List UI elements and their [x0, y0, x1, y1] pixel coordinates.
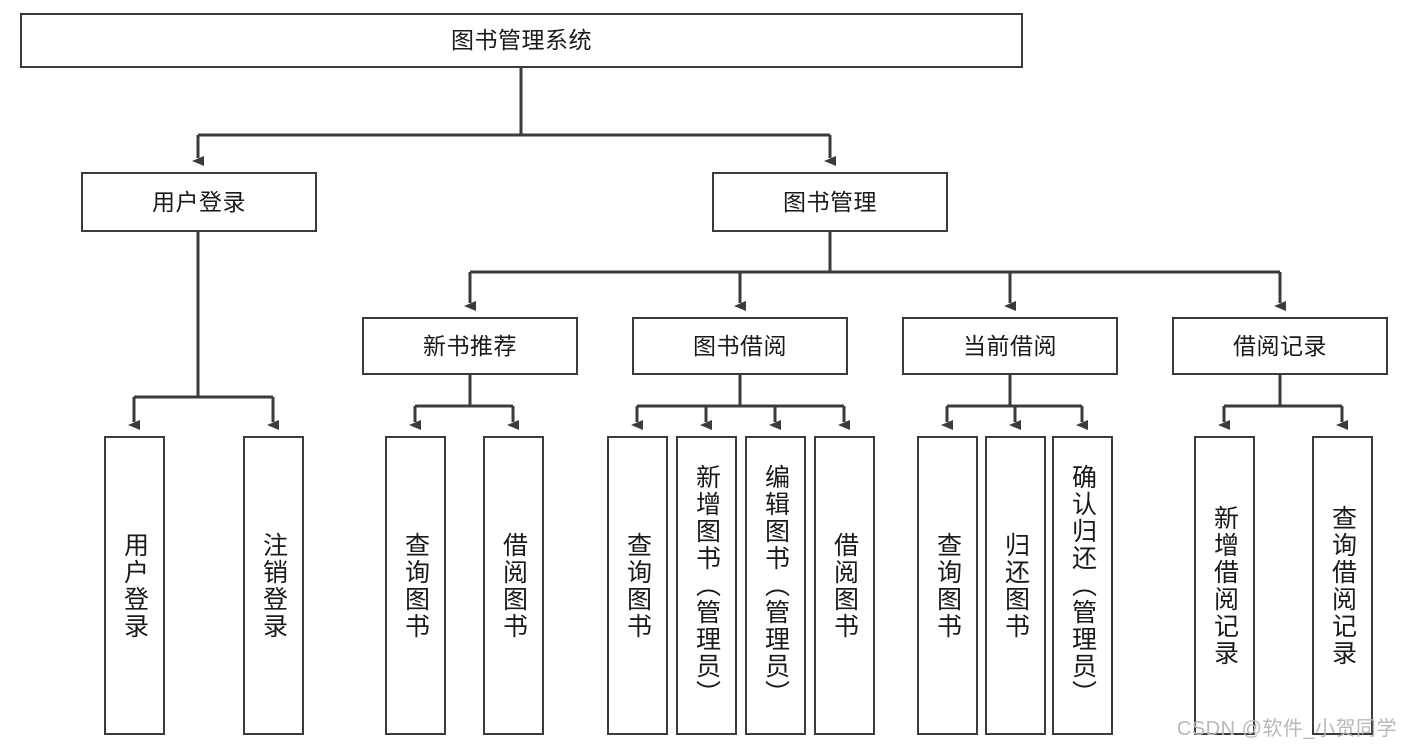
- node-current-borrow[interactable]: 当前借阅: [902, 317, 1118, 375]
- node-label: 借阅图书: [499, 531, 528, 640]
- leaf-user-login-signout[interactable]: 注销登录: [243, 436, 304, 735]
- node-label: 查询图书: [401, 531, 430, 640]
- leaf-current-confirm-return[interactable]: 确认归还（管理员）: [1052, 436, 1113, 735]
- leaf-current-query-book[interactable]: 查询图书: [917, 436, 978, 735]
- watermark-text: CSDN @软件_小贺同学: [1176, 718, 1397, 740]
- node-label: 新增图书（管理员）: [692, 464, 721, 707]
- node-new-book-recommend[interactable]: 新书推荐: [362, 317, 578, 375]
- leaf-current-return-book[interactable]: 归还图书: [985, 436, 1046, 735]
- leaf-borrow-add-book[interactable]: 新增图书（管理员）: [676, 436, 737, 735]
- leaf-borrow-borrow-book[interactable]: 借阅图书: [814, 436, 875, 735]
- leaf-recommend-borrow-book[interactable]: 借阅图书: [483, 436, 544, 735]
- node-label: 查询图书: [933, 531, 962, 640]
- node-label: 查询图书: [623, 531, 652, 640]
- node-label: 用户登录: [152, 188, 246, 215]
- node-label: 图书管理: [783, 188, 877, 215]
- node-label: 图书管理系统: [451, 27, 592, 54]
- node-label: 归还图书: [1001, 531, 1030, 640]
- node-label: 用户登录: [120, 531, 149, 640]
- leaf-record-add-record[interactable]: 新增借阅记录: [1194, 436, 1255, 735]
- leaf-record-query-record[interactable]: 查询借阅记录: [1312, 436, 1373, 735]
- node-label: 图书借阅: [693, 332, 787, 359]
- node-label: 查询借阅记录: [1328, 504, 1357, 667]
- leaf-user-login-signin[interactable]: 用户登录: [104, 436, 165, 735]
- node-borrow-record[interactable]: 借阅记录: [1172, 317, 1388, 375]
- node-user-login[interactable]: 用户登录: [81, 172, 317, 232]
- node-book-management[interactable]: 图书管理: [712, 172, 948, 232]
- node-label: 新增借阅记录: [1210, 504, 1239, 667]
- node-label: 确认归还（管理员）: [1068, 464, 1097, 707]
- node-book-borrow[interactable]: 图书借阅: [632, 317, 848, 375]
- leaf-borrow-query-book[interactable]: 查询图书: [607, 436, 668, 735]
- node-label: 注销登录: [259, 531, 288, 640]
- leaf-recommend-query-book[interactable]: 查询图书: [385, 436, 446, 735]
- node-label: 借阅图书: [830, 531, 859, 640]
- node-label: 新书推荐: [423, 332, 517, 359]
- node-root-system[interactable]: 图书管理系统: [20, 13, 1023, 68]
- node-label: 当前借阅: [963, 332, 1057, 359]
- node-label: 编辑图书（管理员）: [761, 464, 790, 707]
- leaf-borrow-edit-book[interactable]: 编辑图书（管理员）: [745, 436, 806, 735]
- node-label: 借阅记录: [1233, 332, 1327, 359]
